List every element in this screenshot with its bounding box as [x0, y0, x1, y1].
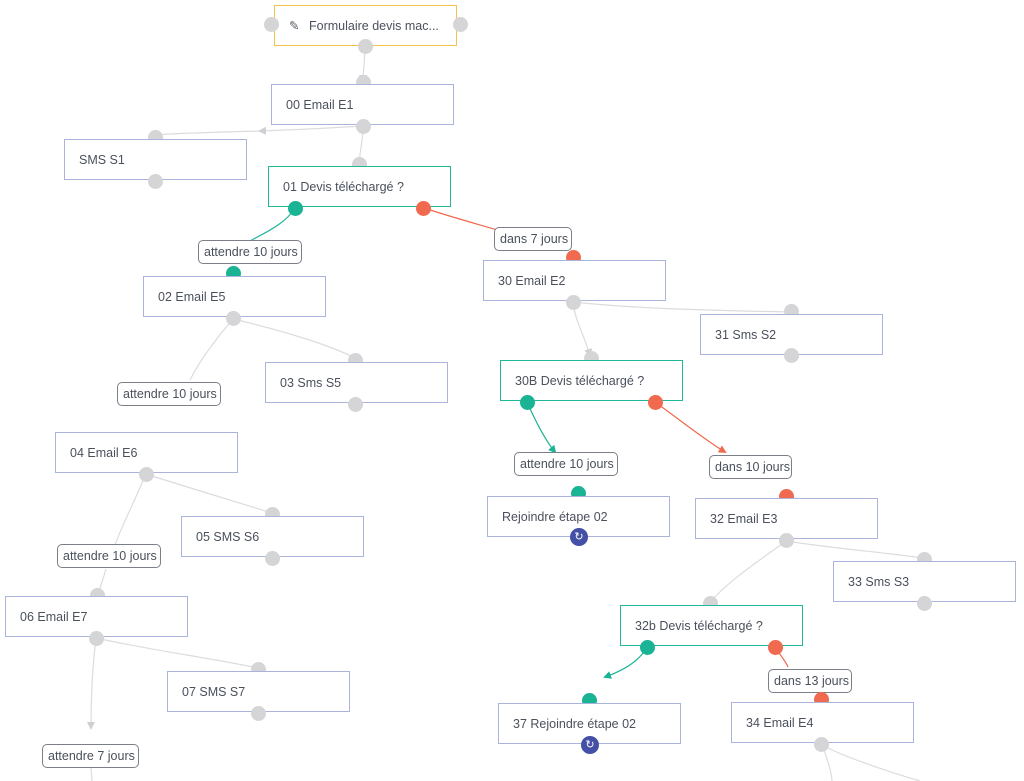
- delay-label-01-yes[interactable]: attendre 10 jours: [198, 240, 302, 264]
- node-label: 07 SMS S7: [182, 685, 246, 699]
- port-01-no[interactable]: [416, 201, 431, 216]
- port-01-yes[interactable]: [288, 201, 303, 216]
- port-32-out[interactable]: [779, 533, 794, 548]
- delay-text: attendre 7 jours: [48, 749, 135, 763]
- wire-34-next: [821, 744, 921, 781]
- wire-04-05: [145, 473, 273, 514]
- port-trigger-right[interactable]: [453, 17, 468, 32]
- node-label: 02 Email E5: [158, 290, 226, 304]
- wire-02-03: [232, 318, 356, 359]
- node-06-email-e7[interactable]: 06 Email E7: [5, 596, 188, 637]
- delay-label-01-no[interactable]: dans 7 jours: [494, 227, 572, 251]
- delay-label-06[interactable]: attendre 7 jours: [42, 744, 139, 768]
- node-07-sms-s7[interactable]: 07 SMS S7: [167, 671, 350, 712]
- wire-02-04: [189, 318, 234, 381]
- wire-06-07: [95, 637, 259, 669]
- node-label: 06 Email E7: [20, 610, 88, 624]
- port-02-out[interactable]: [226, 311, 241, 326]
- wire-32-33: [785, 540, 924, 559]
- node-label: 33 Sms S3: [848, 575, 910, 589]
- wire-00-s1: [154, 125, 364, 136]
- node-01-devis-telecharge[interactable]: 01 Devis téléchargé ?: [268, 166, 451, 207]
- node-label: 05 SMS S6: [196, 530, 260, 544]
- delay-text: dans 13 jours: [774, 674, 850, 688]
- node-label: 03 Sms S5: [280, 376, 342, 390]
- node-label: 04 Email E6: [70, 446, 138, 460]
- wire-06-next: [87, 637, 97, 730]
- node-sms-s1[interactable]: SMS S1: [64, 139, 247, 180]
- node-32b-devis-telecharge[interactable]: 32b Devis téléchargé ?: [620, 605, 803, 646]
- node-32-email-e3[interactable]: 32 Email E3: [695, 498, 878, 539]
- wire-01-yes: [249, 207, 296, 242]
- wire-30-30b: [572, 301, 592, 357]
- delay-text: attendre 10 jours: [63, 549, 157, 563]
- node-label: 32 Email E3: [710, 512, 778, 526]
- node-label: SMS S1: [79, 153, 125, 167]
- node-label: 30 Email E2: [498, 274, 566, 288]
- port-trigger-out[interactable]: [358, 39, 373, 54]
- wire-07lbl-next: [90, 767, 93, 781]
- node-label: 31 Sms S2: [715, 328, 777, 342]
- port-05-out[interactable]: [265, 551, 280, 566]
- node-02-email-e5[interactable]: 02 Email E5: [143, 276, 326, 317]
- node-label: 34 Email E4: [746, 716, 814, 730]
- delay-text: attendre 10 jours: [204, 245, 298, 259]
- port-04-out[interactable]: [139, 467, 154, 482]
- node-label: 30B Devis téléchargé ?: [515, 374, 645, 388]
- port-s1-out[interactable]: [148, 174, 163, 189]
- node-34-email-e4[interactable]: 34 Email E4: [731, 702, 914, 743]
- wire-30b-yes: [526, 401, 557, 454]
- port-trigger-left[interactable]: [264, 17, 279, 32]
- edit-icon: ✎: [289, 19, 300, 33]
- port-30-out[interactable]: [566, 295, 581, 310]
- delay-label-30b-yes[interactable]: attendre 10 jours: [514, 452, 618, 476]
- node-30-email-e2[interactable]: 30 Email E2: [483, 260, 666, 301]
- port-32b-no[interactable]: [768, 640, 783, 655]
- node-label: 32b Devis téléchargé ?: [635, 619, 763, 633]
- port-07-out[interactable]: [251, 706, 266, 721]
- delay-label-02[interactable]: attendre 10 jours: [117, 382, 221, 406]
- delay-text: dans 7 jours: [500, 232, 569, 246]
- trigger-title: Formulaire devis mac...: [309, 19, 439, 33]
- node-30b-devis-telecharge[interactable]: 30B Devis téléchargé ?: [500, 360, 683, 401]
- node-label: 00 Email E1: [286, 98, 354, 112]
- port-33-out[interactable]: [917, 596, 932, 611]
- wire-04-06: [114, 473, 147, 546]
- delay-label-32b-no[interactable]: dans 13 jours: [768, 669, 852, 693]
- delay-text: attendre 10 jours: [123, 387, 217, 401]
- port-00-out[interactable]: [356, 119, 371, 134]
- delay-label-30b-no[interactable]: dans 10 jours: [709, 455, 792, 479]
- refresh-icon: ↻: [570, 528, 588, 546]
- port-06-out[interactable]: [89, 631, 104, 646]
- wire-32-32b: [711, 540, 787, 601]
- port-34-out[interactable]: [814, 737, 829, 752]
- delay-text: attendre 10 jours: [520, 457, 614, 471]
- node-label: Rejoindre étape 02: [502, 510, 608, 524]
- port-03-out[interactable]: [348, 397, 363, 412]
- delay-text: dans 10 jours: [715, 460, 791, 474]
- port-32b-yes[interactable]: [640, 640, 655, 655]
- wire-30-31: [572, 301, 791, 313]
- node-label: 37 Rejoindre étape 02: [513, 717, 637, 731]
- node-04-email-e6[interactable]: 04 Email E6: [55, 432, 238, 473]
- port-30b-yes[interactable]: [520, 395, 535, 410]
- refresh-icon: ↻: [581, 736, 599, 754]
- port-31-out[interactable]: [784, 348, 799, 363]
- wire-30b-no: [654, 401, 727, 454]
- node-00-email-e1[interactable]: 00 Email E1: [271, 84, 454, 125]
- node-label: 01 Devis téléchargé ?: [283, 180, 404, 194]
- delay-label-04[interactable]: attendre 10 jours: [57, 544, 161, 568]
- port-30b-no[interactable]: [648, 395, 663, 410]
- node-31-sms-s2[interactable]: 31 Sms S2: [700, 314, 883, 355]
